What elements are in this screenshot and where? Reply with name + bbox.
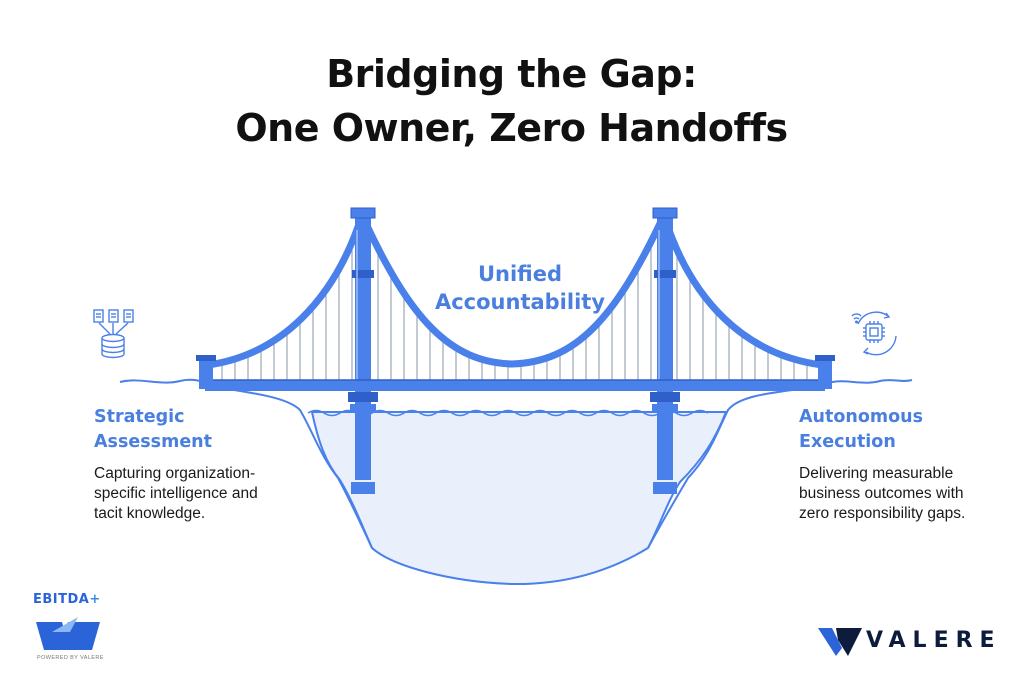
left-title: Strategic Assessment bbox=[94, 405, 264, 455]
left-ground-line bbox=[119, 378, 207, 384]
hanger-cables bbox=[221, 243, 808, 380]
main-cable-center bbox=[358, 211, 668, 368]
right-title-line-2: Execution bbox=[799, 432, 896, 452]
ebitda-logo-mark bbox=[36, 617, 100, 650]
water-wave-line bbox=[307, 409, 709, 417]
left-description: Capturing organization- specific intelli… bbox=[94, 464, 294, 524]
left-title-line-1: Strategic bbox=[94, 407, 185, 427]
center-label-line-1: Unified bbox=[477, 262, 563, 286]
valere-logo-text: VALERE bbox=[866, 628, 1002, 653]
powered-by-text: POWERED BY VALERE bbox=[37, 655, 104, 661]
left-desc-line-3: tacit knowledge. bbox=[94, 505, 206, 522]
right-desc-line-1: Delivering measurable bbox=[799, 465, 954, 482]
center-label-line-2: Accountability bbox=[434, 290, 606, 314]
right-ground-line bbox=[827, 379, 913, 384]
right-tower bbox=[650, 207, 680, 494]
title-line-1: Bridging the Gap: bbox=[326, 52, 697, 96]
left-tower bbox=[348, 207, 378, 494]
main-cable-left bbox=[204, 211, 366, 369]
ebitda-name: EBITDA bbox=[33, 592, 90, 607]
ebitda-logo-text: EBITDA+ bbox=[33, 592, 101, 607]
ai-chip-cycle-icon bbox=[851, 311, 897, 356]
valere-logo-mark bbox=[818, 628, 862, 656]
right-desc-line-2: business outcomes with bbox=[799, 485, 964, 502]
ebitda-plus: + bbox=[89, 592, 101, 607]
left-anchorage bbox=[199, 357, 213, 389]
right-desc-line-3: zero responsibility gaps. bbox=[799, 505, 966, 522]
right-anchorage bbox=[818, 357, 832, 389]
right-title: Autonomous Execution bbox=[799, 405, 969, 455]
documents-database-icon bbox=[93, 309, 134, 359]
left-desc-line-2: specific intelligence and bbox=[94, 485, 258, 502]
right-cliff bbox=[647, 384, 827, 549]
title-line-2: One Owner, Zero Handoffs bbox=[235, 106, 788, 150]
left-title-line-2: Assessment bbox=[94, 432, 213, 452]
left-cliff bbox=[204, 384, 373, 549]
bridge-deck bbox=[205, 380, 825, 391]
left-desc-line-1: Capturing organization- bbox=[94, 465, 256, 482]
right-title-line-1: Autonomous bbox=[799, 407, 924, 427]
main-cable-right bbox=[660, 211, 826, 369]
right-description: Delivering measurable business outcomes … bbox=[799, 464, 999, 524]
